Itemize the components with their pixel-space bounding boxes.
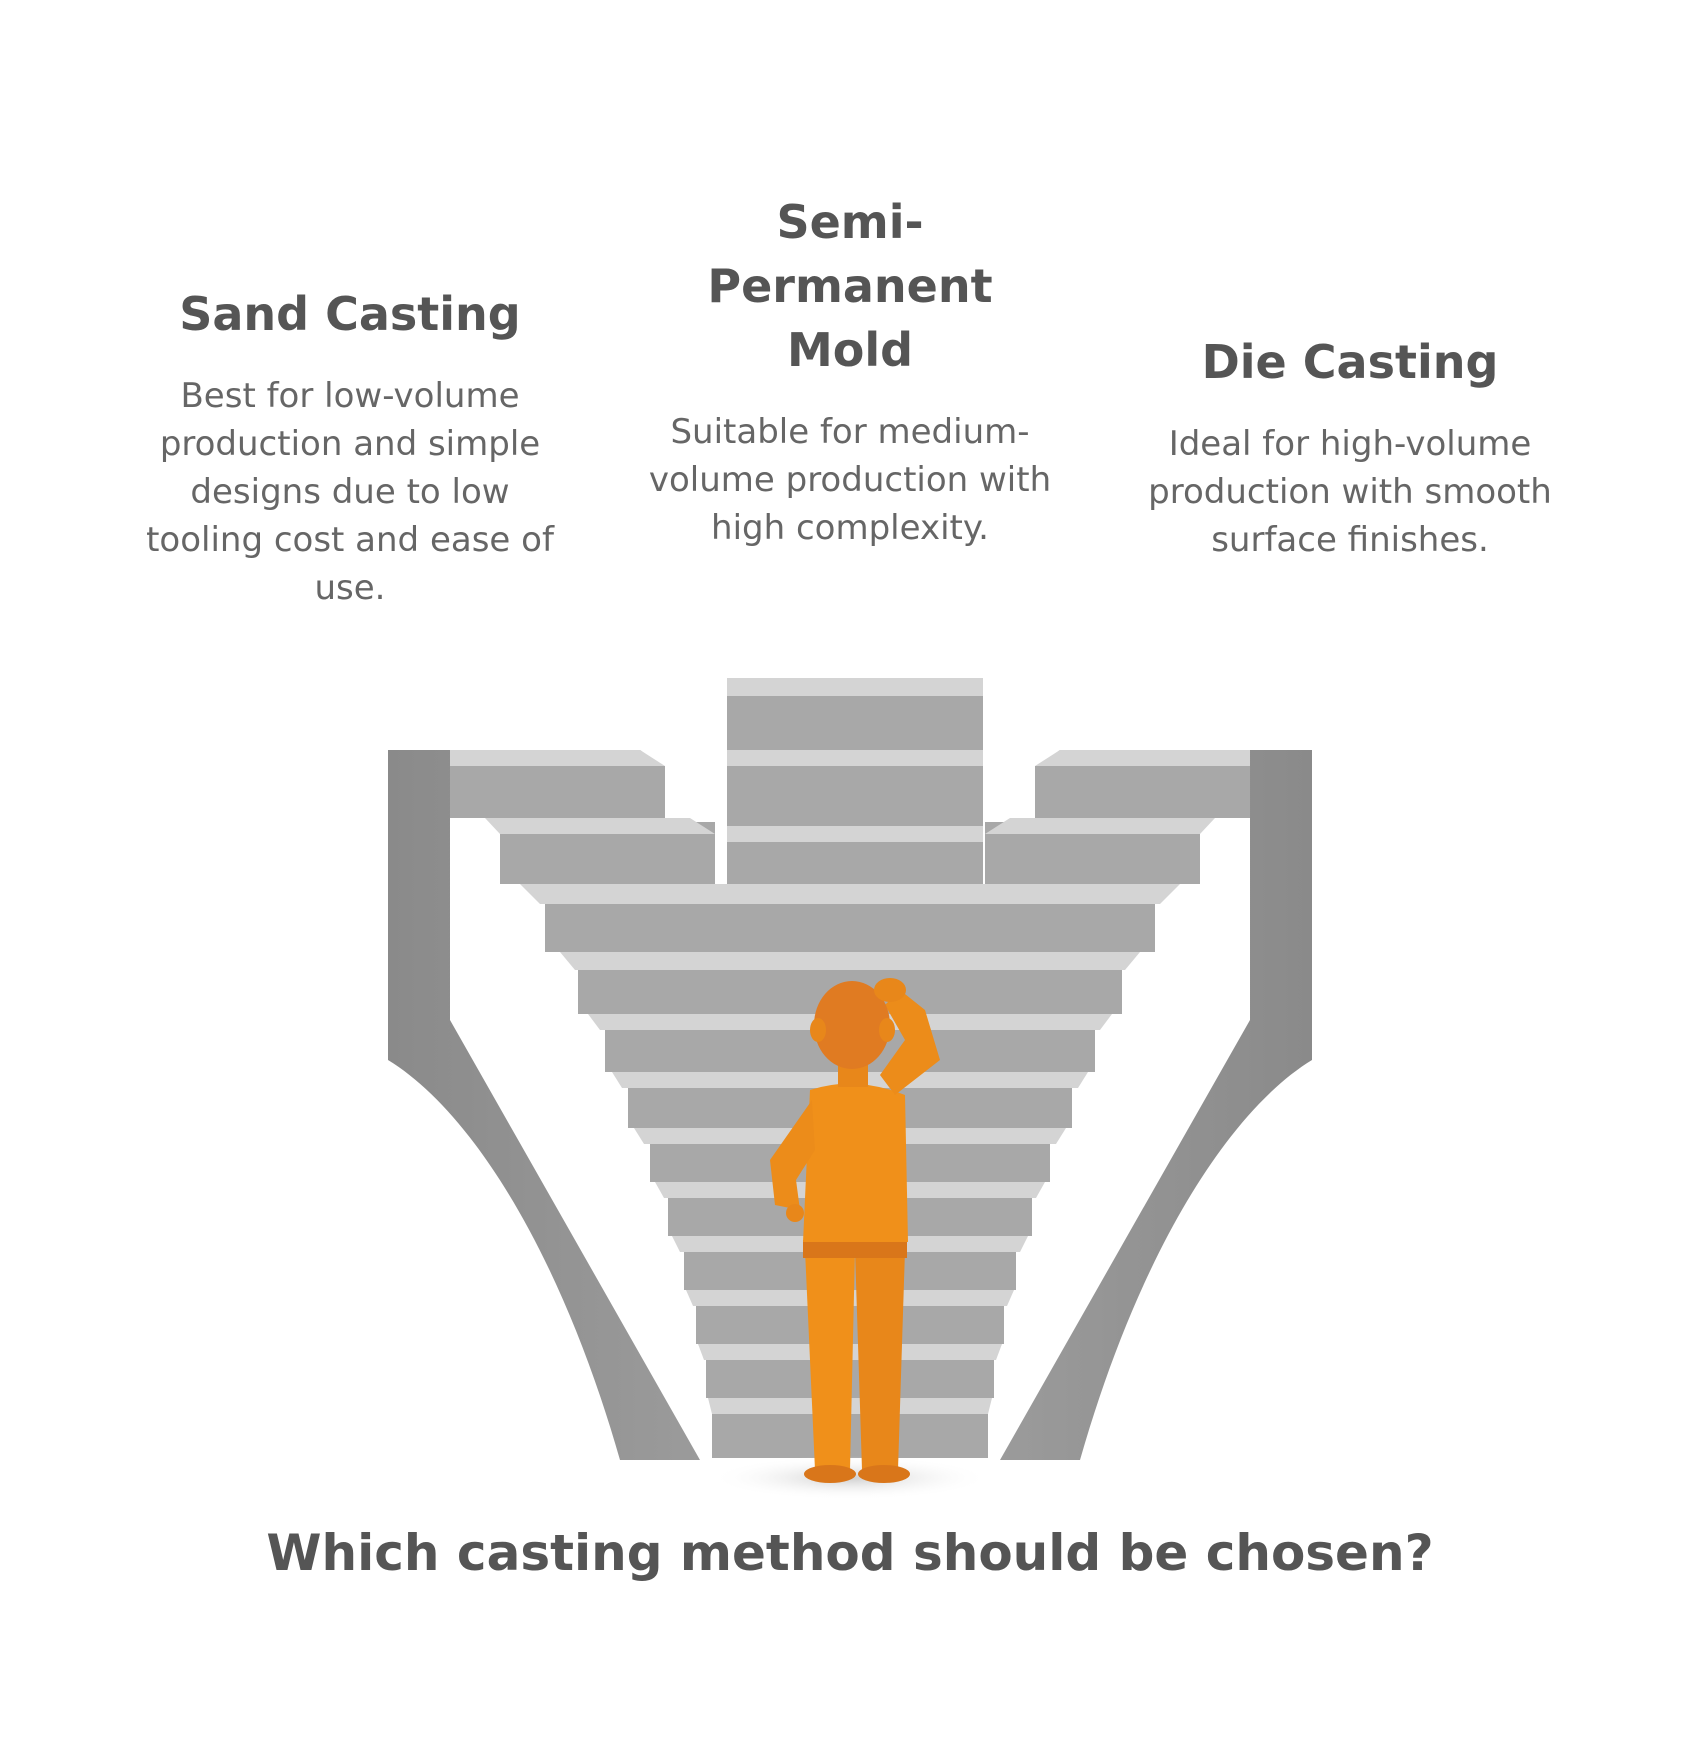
- person-figure: [770, 978, 940, 1483]
- right-branch-steps: [985, 750, 1312, 884]
- left-wall: [388, 750, 700, 1460]
- option-semi-permanent-mold: Semi-Permanent Mold Suitable for medium-…: [630, 190, 1070, 552]
- option-description: Suitable for medium-volume production wi…: [648, 412, 1052, 548]
- option-sand-casting: Sand Casting Best for low-volume product…: [130, 282, 570, 612]
- option-die-casting: Die Casting Ideal for high-volume produc…: [1130, 330, 1570, 564]
- middle-branch-steps: [727, 678, 983, 884]
- option-title: Sand Casting: [179, 287, 521, 341]
- option-title: Die Casting: [1201, 335, 1499, 389]
- right-wall: [1000, 750, 1312, 1460]
- left-branch-steps: [388, 750, 715, 884]
- option-description: Ideal for high-volume production with sm…: [1148, 424, 1552, 560]
- option-title: Semi-Permanent Mold: [707, 195, 993, 377]
- option-description: Best for low-volume production and simpl…: [146, 376, 554, 608]
- question-text: Which casting method should be chosen?: [266, 1524, 1434, 1582]
